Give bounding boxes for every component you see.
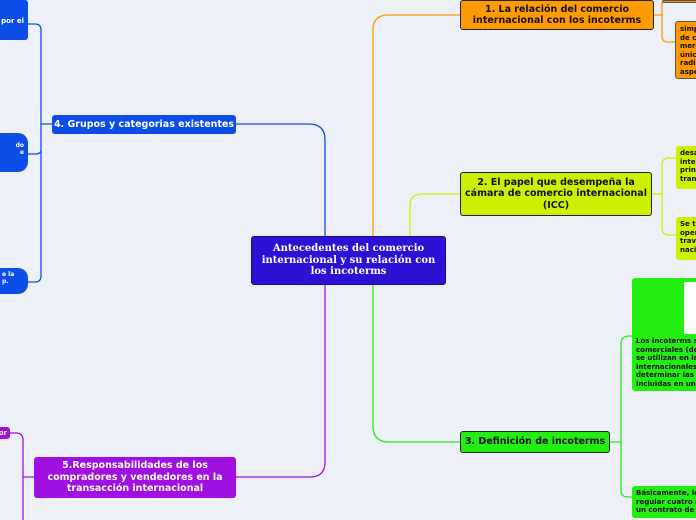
leaf-line: aspe	[680, 67, 696, 76]
leaf-line: internacionales	[636, 362, 696, 371]
leaf-orange-top[interactable]	[662, 0, 696, 3]
branch-1-relacion-comercio[interactable]: 1. La relación del comercio internaciona…	[460, 0, 654, 30]
link-center-n4	[236, 123, 326, 236]
link-center-n3	[372, 285, 460, 443]
link-n1-leaf	[654, 2, 675, 43]
leaf-blue-2[interactable]: do e	[0, 133, 28, 172]
leaf-purple-1[interactable]: or	[0, 427, 10, 439]
leaf-green-1[interactable]: Los incoterms s comerciales (de se utili…	[632, 278, 696, 391]
leaf-line: comerciales (de	[636, 345, 696, 354]
leaf-line: merc	[680, 42, 696, 51]
leaf-line: e	[19, 149, 24, 156]
central-topic-label: Antecedentes del comercio internacional …	[261, 243, 436, 278]
leaf-line: determinar las	[636, 371, 694, 380]
leaf-line: e la	[2, 271, 15, 278]
leaf-line: se utilizan en la	[636, 354, 696, 363]
leaf-line: de c	[680, 33, 696, 42]
leaf-line: princ	[680, 166, 696, 175]
link-n4-leaves	[28, 23, 52, 283]
link-n3-leaves	[610, 335, 633, 498]
leaf-line: do	[15, 142, 24, 149]
link-n5-leaves	[10, 432, 34, 520]
leaf-green-2[interactable]: Básicamente, lo regular cuatro a un cont…	[632, 486, 696, 518]
leaf-line: simp	[680, 25, 696, 33]
central-topic[interactable]: Antecedentes del comercio internacional …	[251, 236, 446, 285]
leaf-line: únic	[680, 50, 696, 59]
branch-2-label: 2. El papel que desempeña la cámara de c…	[465, 176, 647, 211]
leaf-line: por el	[1, 17, 24, 25]
branch-1-label: 1. La relación del comercio internaciona…	[472, 3, 642, 27]
leaf-lime-2[interactable]: Se t oper trav naci	[676, 217, 696, 260]
branch-5-responsabilidades[interactable]: 5.Responsabilidades de los compradores y…	[34, 457, 236, 498]
branch-3-label: 3. Definición de incoterms	[464, 436, 606, 448]
leaf-blue-3[interactable]: e la p.	[0, 268, 28, 294]
branch-4-label: 4. Grupos y categorias existentes	[53, 118, 235, 130]
leaf-line: trans	[680, 174, 696, 183]
leaf-line: inter	[680, 157, 696, 166]
leaf-line: Se t	[680, 220, 696, 228]
leaf-line: un contrato de	[636, 506, 695, 515]
link-n2-leaves	[652, 157, 676, 236]
branch-4-grupos-categorias[interactable]: 4. Grupos y categorias existentes	[52, 115, 236, 134]
leaf-lime-1[interactable]: desa inter princ trans	[676, 146, 696, 189]
leaf-line: radic	[680, 59, 696, 68]
leaf-line: Básicamente, lo	[636, 489, 696, 497]
leaf-line: incluidas en un	[636, 379, 696, 388]
leaf-line: desa	[680, 149, 696, 157]
link-center-n2	[409, 193, 460, 236]
leaf-line: oper	[680, 228, 696, 237]
leaf-line: trav	[680, 237, 696, 246]
leaf-orange-1[interactable]: simp de c merc únic radic aspe	[675, 21, 696, 79]
link-center-n5	[236, 285, 326, 478]
leaf-line: p.	[2, 278, 9, 285]
link-center-n1	[372, 14, 460, 236]
branch-3-definicion-incoterms[interactable]: 3. Definición de incoterms	[460, 431, 610, 453]
leaf-line: regular cuatro a	[636, 497, 696, 506]
leaf-line: naci	[680, 245, 696, 254]
leaf-line: or	[0, 429, 7, 437]
branch-2-papel-icc[interactable]: 2. El papel que desempeña la cámara de c…	[460, 172, 652, 216]
leaf-line: Los incoterms s	[636, 337, 696, 345]
document-thumbnail	[684, 282, 696, 334]
branch-5-label: 5.Responsabilidades de los compradores y…	[47, 460, 223, 495]
leaf-blue-1[interactable]: por el	[0, 0, 28, 40]
